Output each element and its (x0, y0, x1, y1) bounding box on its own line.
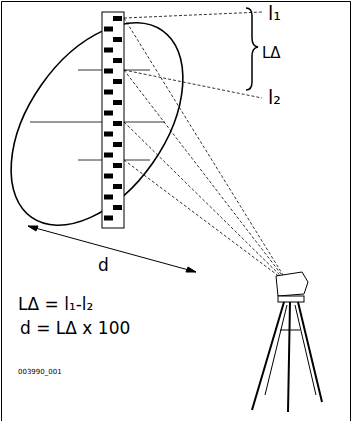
staff-mark (113, 163, 122, 168)
staff-mark (113, 16, 122, 21)
telescope-view (0, 0, 218, 256)
difference-label: LΔ (262, 46, 281, 61)
bracket (246, 8, 258, 90)
staff-mark (104, 90, 113, 95)
figure-id: 003990_001 (18, 369, 62, 376)
distance-arrow (28, 226, 196, 272)
sight-lines (124, 12, 288, 283)
staff-mark (104, 132, 113, 137)
staff-mark (113, 58, 122, 63)
staff-mark (113, 121, 122, 126)
staff-mark (104, 48, 113, 53)
staff-mark (104, 216, 113, 221)
staff-mark (113, 100, 122, 105)
staff-mark (104, 111, 113, 116)
formula: d = LΔ x 100 (20, 320, 130, 337)
staff-mark (113, 37, 122, 42)
staff-mark (113, 142, 122, 147)
staff-mark (104, 195, 113, 200)
staff-mark (104, 69, 113, 74)
formula: LΔ = l₁-l₂ (18, 296, 93, 313)
staff-mark (113, 205, 122, 210)
levelling-staff (102, 12, 124, 228)
level-on-tripod (252, 272, 322, 412)
distance-label: d (98, 257, 109, 274)
staff-mark (104, 174, 113, 179)
staff-mark (104, 153, 113, 158)
staff-mark (113, 79, 122, 84)
reading-label: l₂ (268, 88, 281, 107)
staff-mark (113, 184, 122, 189)
staff-mark (104, 27, 113, 32)
reading-label: l₁ (268, 4, 281, 23)
